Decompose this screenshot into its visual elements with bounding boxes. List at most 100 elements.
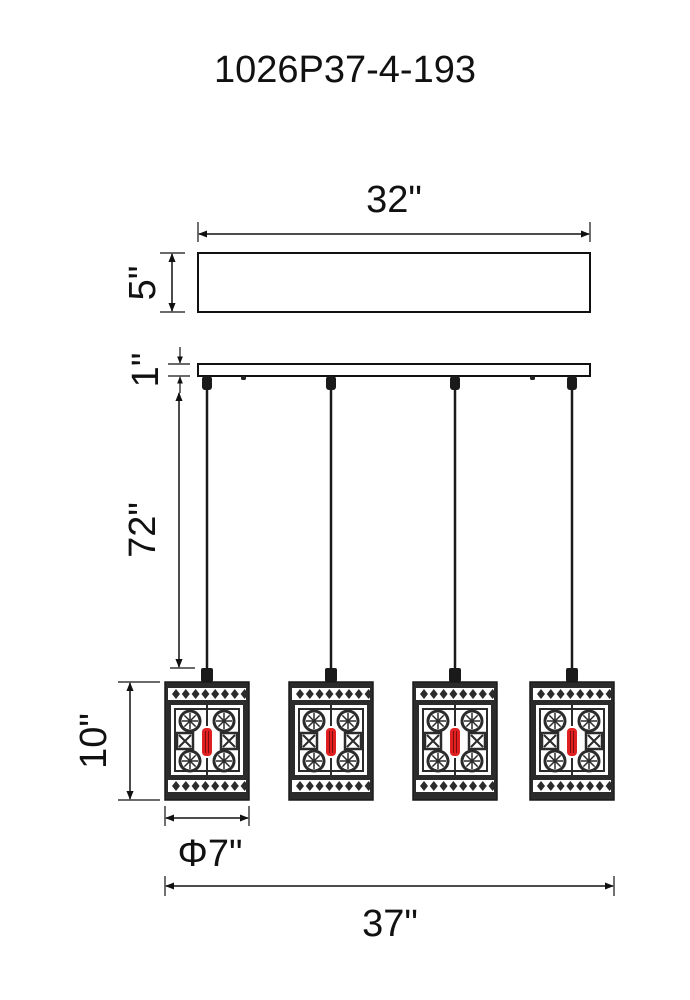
band-diamond (605, 781, 614, 791)
rosette-spoke (307, 754, 321, 768)
pendant-light (412, 376, 498, 801)
band-diamond (211, 689, 220, 699)
cord-grip (450, 376, 460, 390)
rosette-spoke (431, 754, 445, 768)
rosette-spoke (183, 754, 197, 768)
band-diamond (605, 689, 614, 699)
band-diamond (230, 781, 239, 791)
band-diamond (449, 689, 458, 699)
band-diamond (586, 689, 594, 699)
rosette-spoke (548, 754, 562, 768)
band-diamond (595, 781, 604, 791)
band-diamond (488, 781, 497, 791)
model-number-title: 1026P37-4-193 (214, 49, 476, 91)
lattice-x (470, 734, 484, 748)
band-diamond (296, 781, 304, 791)
red-bulb (567, 728, 577, 756)
rosette-spoke (548, 714, 562, 728)
band-diamond (354, 781, 363, 791)
cord-grip (567, 376, 577, 390)
band-diamond (595, 689, 604, 699)
band-diamond (546, 781, 555, 791)
band-diamond (221, 689, 229, 699)
overall-width-label: 37" (362, 903, 418, 945)
band-diamond (335, 689, 344, 699)
rosette-spoke (341, 754, 355, 768)
rosette-spoke (307, 714, 321, 728)
rosette-spoke (465, 754, 479, 768)
rosette-spoke (431, 714, 445, 728)
band-diamond (586, 781, 594, 791)
canopy-width-label: 32" (366, 179, 422, 221)
band-diamond (221, 781, 229, 791)
band-diamond (459, 781, 468, 791)
canopy-height-label: 5" (122, 266, 164, 301)
pendants (164, 376, 615, 801)
band-diamond (488, 689, 497, 699)
band-diamond (429, 781, 438, 791)
cord-grip (202, 376, 212, 390)
band-diamond (230, 689, 239, 699)
band-diamond (315, 689, 324, 699)
band-diamond (201, 689, 210, 699)
lattice-x (426, 734, 440, 748)
band-diamond (354, 689, 363, 699)
band-diamond (364, 689, 373, 699)
band-diamond (191, 781, 200, 791)
band-diamond (566, 689, 575, 699)
cord-grip (326, 376, 336, 390)
rosette-spoke (582, 714, 596, 728)
band-diamond (576, 781, 585, 791)
socket-cap (566, 668, 578, 682)
shade-diameter-label: Φ7" (178, 833, 243, 875)
band-diamond (191, 689, 200, 699)
band-diamond (181, 781, 190, 791)
lattice-x (302, 734, 316, 748)
band-diamond (240, 781, 249, 791)
socket-cap (449, 668, 461, 682)
plate-screw (530, 376, 535, 380)
red-bulb (202, 728, 212, 756)
band-diamond (556, 781, 565, 791)
band-diamond (305, 689, 314, 699)
canopy-top-view (197, 252, 591, 313)
band-diamond (537, 781, 545, 791)
band-diamond (566, 781, 575, 791)
rosette-spoke (183, 714, 197, 728)
pendant-light (288, 376, 374, 801)
band-diamond (325, 689, 334, 699)
band-diamond (240, 689, 249, 699)
red-bulb (450, 728, 460, 756)
band-diamond (201, 781, 210, 791)
band-diamond (439, 781, 448, 791)
band-diamond (172, 689, 180, 699)
rosette-spoke (582, 754, 596, 768)
red-bulb (326, 728, 336, 756)
band-diamond (315, 781, 324, 791)
band-diamond (439, 689, 448, 699)
band-diamond (364, 781, 373, 791)
band-diamond (420, 689, 428, 699)
band-diamond (576, 689, 585, 699)
band-diamond (469, 781, 477, 791)
plate-thickness-label: 1" (125, 353, 167, 388)
band-diamond (172, 781, 180, 791)
band-diamond (211, 781, 220, 791)
band-diamond (296, 689, 304, 699)
lattice-x (346, 734, 360, 748)
band-diamond (459, 689, 468, 699)
band-diamond (420, 781, 428, 791)
lattice-x (543, 734, 557, 748)
band-diamond (478, 689, 487, 699)
cord-length-label: 72" (122, 502, 164, 558)
band-diamond (449, 781, 458, 791)
band-diamond (478, 781, 487, 791)
band-diamond (335, 781, 344, 791)
lattice-x (178, 734, 192, 748)
pendant-light (529, 376, 615, 801)
band-diamond (345, 689, 353, 699)
plate-screw (241, 376, 246, 380)
band-diamond (469, 689, 477, 699)
band-diamond (537, 689, 545, 699)
